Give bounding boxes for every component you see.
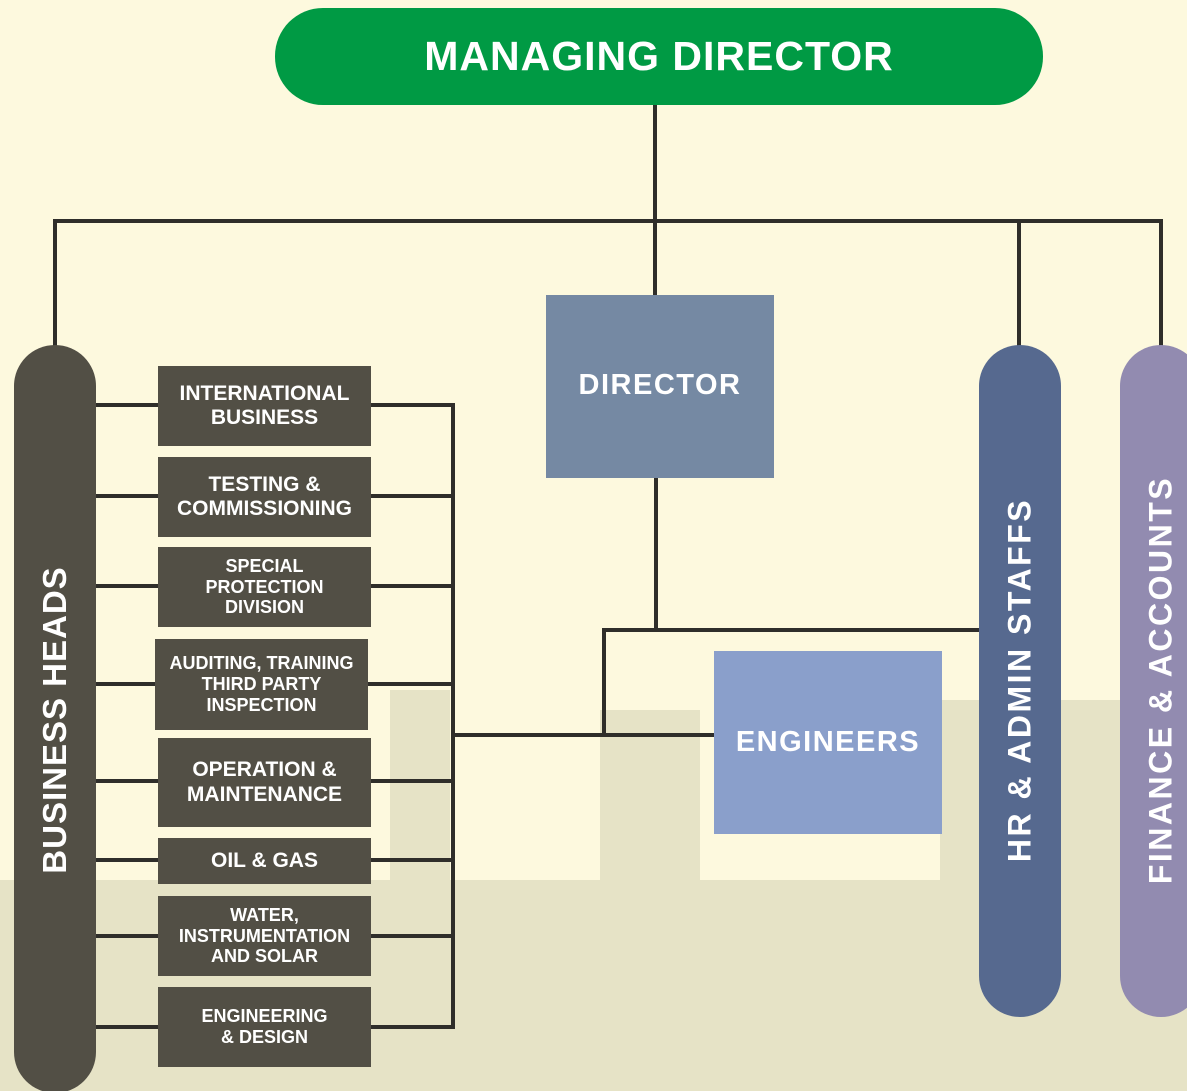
finance-accounts-pill: FINANCE & ACCOUNTS [1120, 345, 1187, 1017]
background-building [600, 710, 700, 890]
business-heads-pill: BUSINESS HEADS [14, 345, 96, 1091]
engineers-box: ENGINEERS [714, 651, 942, 834]
dept-auditing-training: AUDITING, TRAINING THIRD PARTY INSPECTIO… [155, 639, 368, 730]
business-heads-label: BUSINESS HEADS [36, 566, 73, 874]
dept-special-protection: SPECIAL PROTECTION DIVISION [158, 547, 371, 627]
finance-accounts-label: FINANCE & ACCOUNTS [1142, 475, 1179, 885]
dept-oil-gas: OIL & GAS [158, 838, 371, 884]
dept-engineering-design: ENGINEERING & DESIGN [158, 987, 371, 1067]
engineers-label: ENGINEERS [735, 726, 921, 758]
managing-director-box: MANAGING DIRECTOR [275, 8, 1043, 105]
dept-water-instrumentation-solar: WATER, INSTRUMENTATION AND SOLAR [158, 896, 371, 976]
hr-admin-pill: HR & ADMIN STAFFS [979, 345, 1061, 1017]
dept-international-business: INTERNATIONAL BUSINESS [158, 366, 371, 446]
background-building [390, 690, 450, 890]
director-label: DIRECTOR [578, 369, 742, 401]
hr-admin-label: HR & ADMIN STAFFS [1001, 497, 1038, 863]
director-box: DIRECTOR [546, 295, 774, 478]
managing-director-label: MANAGING DIRECTOR [424, 33, 894, 79]
dept-operation-maintenance: OPERATION & MAINTENANCE [158, 738, 371, 827]
dept-testing-commissioning: TESTING & COMMISSIONING [158, 457, 371, 537]
